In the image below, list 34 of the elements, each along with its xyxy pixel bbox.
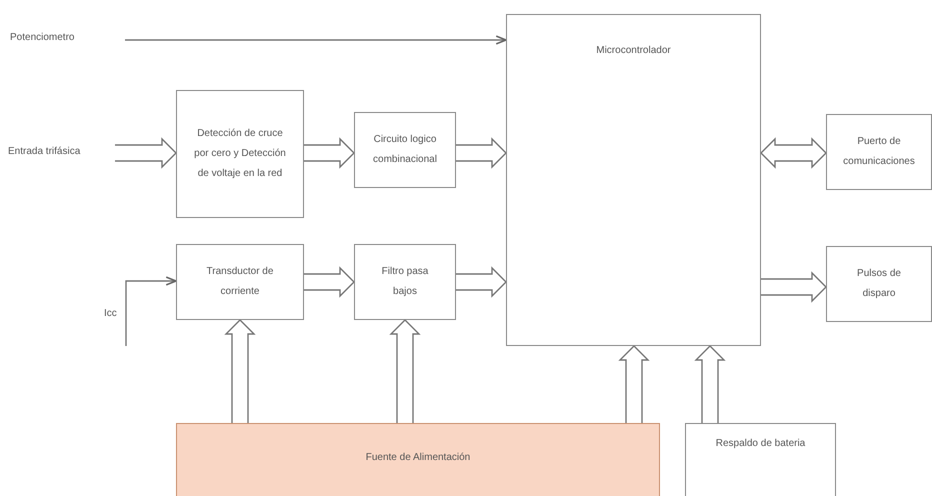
box-label: Microcontrolador	[596, 44, 671, 58]
box-label: Pulsos de disparo	[856, 267, 902, 301]
block-arrow	[760, 271, 827, 303]
block-arrow	[455, 137, 507, 169]
arrow	[125, 35, 507, 45]
block-arrow	[303, 137, 355, 169]
process-box	[826, 246, 932, 322]
block-arrow	[303, 266, 355, 298]
arrow	[125, 276, 177, 346]
process-box	[826, 114, 932, 190]
box-label: Puerto de comunicaciones	[842, 135, 916, 169]
box-label: Transductor de corriente	[206, 265, 274, 299]
power-supply-block	[176, 423, 660, 496]
box-label: Respaldo de bateria	[716, 437, 806, 451]
box-label: Detección de cruce por cero y Detección de voltaje en la red	[193, 127, 287, 181]
block-arrow	[694, 345, 726, 424]
block-arrow	[760, 137, 827, 169]
microcontroller-block	[506, 14, 761, 346]
block-arrow	[618, 345, 650, 424]
input-label: Potenciometro	[10, 32, 105, 48]
process-box	[354, 244, 456, 320]
process-box	[685, 423, 836, 496]
block-arrow	[389, 319, 421, 424]
block-arrow	[224, 319, 256, 424]
input-label: Icc	[104, 308, 124, 324]
block-arrow	[114, 137, 177, 169]
input-label: Entrada trifásica	[8, 146, 113, 162]
box-label: Filtro pasa bajos	[380, 265, 430, 299]
box-label: Fuente de Alimentación	[366, 451, 470, 465]
process-box	[176, 244, 304, 320]
process-box	[176, 90, 304, 218]
block-arrow	[455, 266, 507, 298]
box-label: Circuito logico combinacional	[372, 133, 438, 167]
process-box	[354, 112, 456, 188]
